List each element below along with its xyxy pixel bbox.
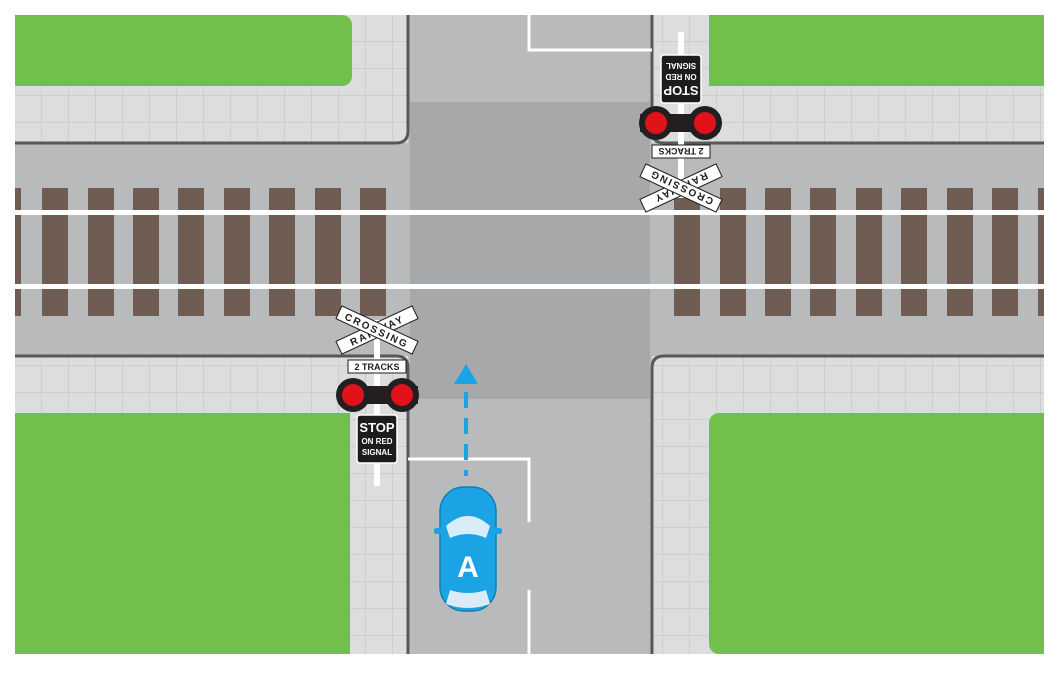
car-icon: A	[434, 486, 502, 612]
grass-top-left-fill	[15, 15, 342, 86]
tracks-plate-text: 2 TRACKS	[658, 146, 703, 156]
grass-bottom-right-fill	[720, 413, 1044, 654]
crossing-zone	[410, 102, 650, 399]
stop-sign-word: STOP	[663, 83, 698, 98]
rail-south	[15, 284, 1044, 289]
grass-top-right	[709, 15, 1044, 86]
far-crossing-signal: RAILWAY CROSSING 2 TRACKS STOP ON RED SI…	[639, 32, 723, 213]
tracks-plate-text: 2 TRACKS	[354, 362, 399, 372]
grass-bottom-left	[15, 413, 350, 654]
vehicle-label: A	[457, 551, 479, 584]
stop-sign-line2: ON RED	[665, 72, 696, 81]
curb-bottom-right	[650, 354, 1044, 654]
curb-top-left	[15, 15, 410, 145]
curb-bottom-left	[15, 354, 410, 654]
railway-ties-right	[674, 188, 1044, 316]
dashed-arrow-icon	[454, 364, 478, 476]
stop-sign-line3: SIGNAL	[362, 448, 392, 457]
rail-north	[15, 210, 1044, 215]
lane-markings	[408, 15, 652, 654]
stop-sign-word: STOP	[359, 420, 394, 435]
stop-sign-line2: ON RED	[361, 437, 392, 446]
stop-sign-line3: SIGNAL	[666, 61, 696, 70]
railway-ties-left	[15, 188, 386, 316]
